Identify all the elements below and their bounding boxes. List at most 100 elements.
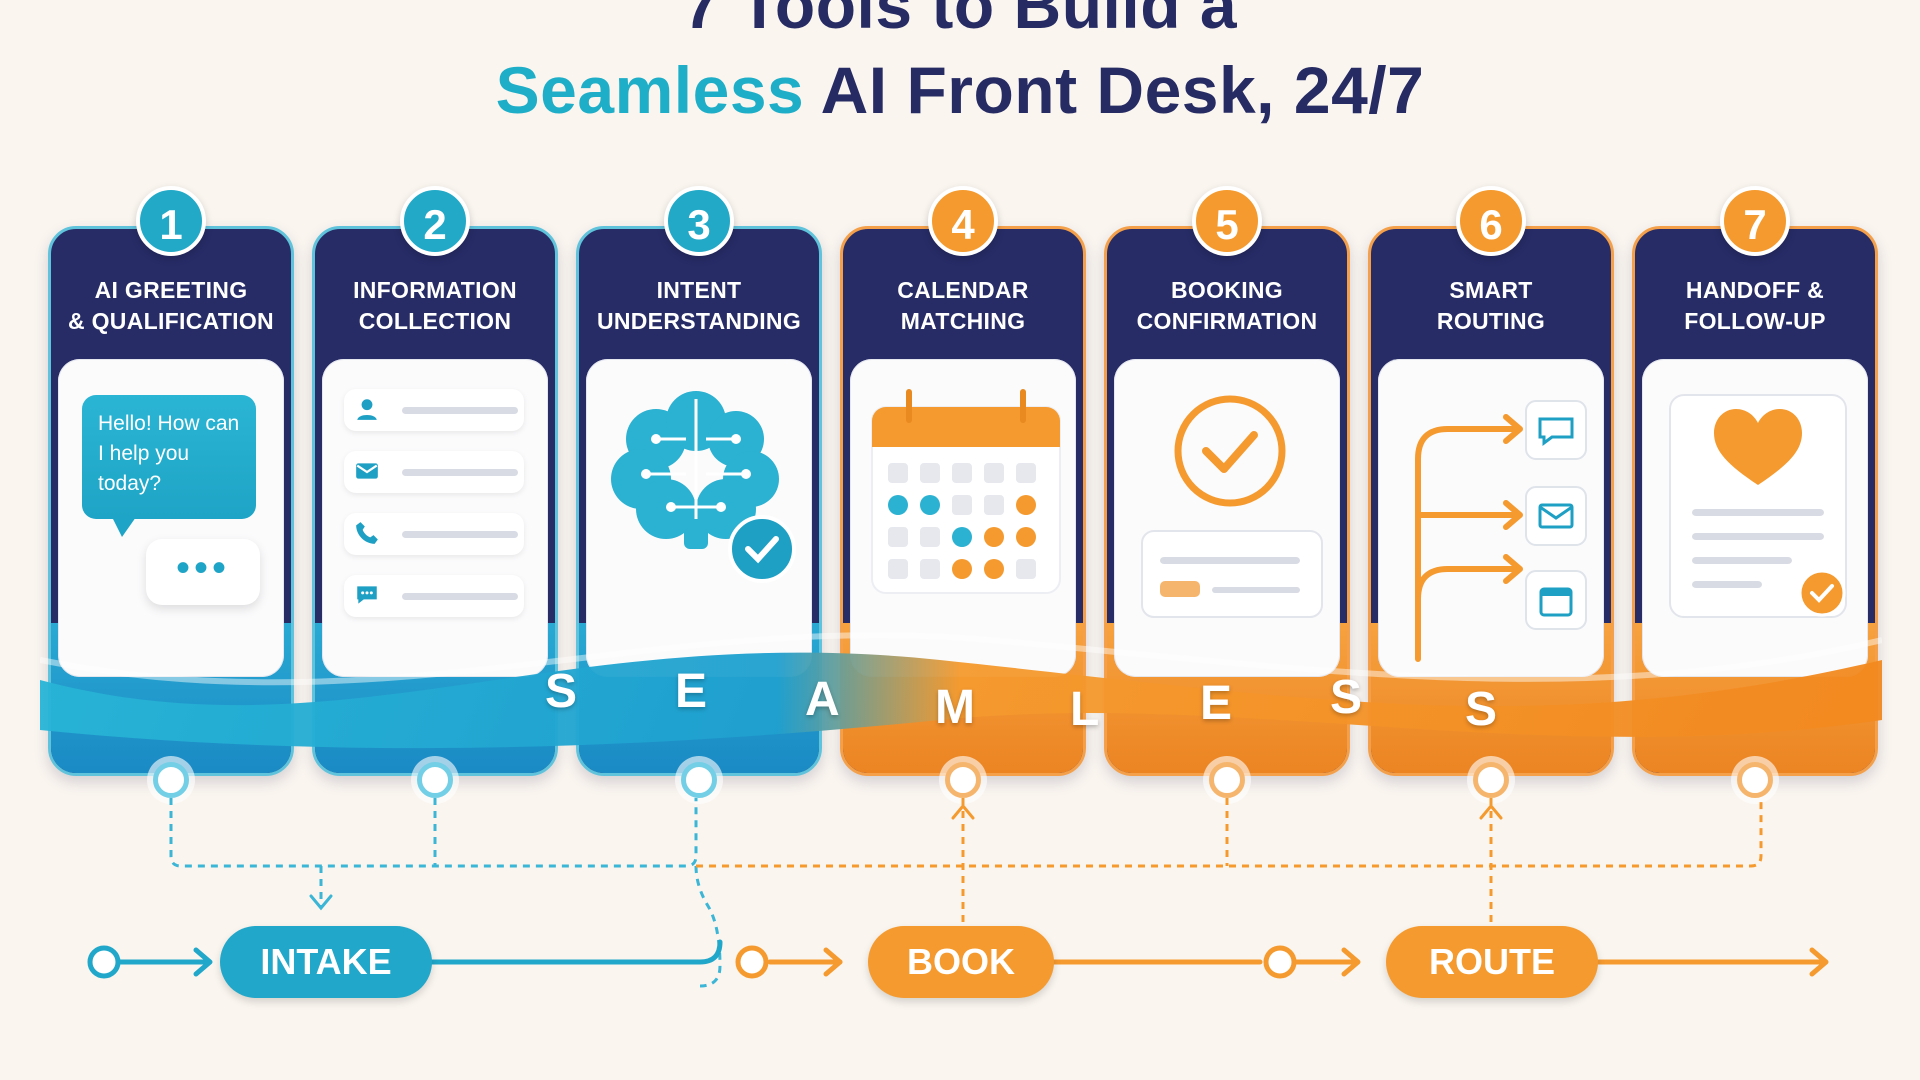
check-badge xyxy=(728,515,796,583)
step-7-title: HANDOFF & FOLLOW-UP xyxy=(1635,275,1875,337)
timeline-node xyxy=(735,945,769,979)
ribbon-letter: E xyxy=(675,665,708,718)
calendar-day xyxy=(888,495,908,515)
calendar-day xyxy=(984,527,1004,547)
step-card-2: INFORMATION COLLECTION xyxy=(312,226,558,776)
connector-dot-2 xyxy=(417,762,453,798)
step-7-title-line-2: FOLLOW-UP xyxy=(1684,308,1826,334)
brain-check-icon xyxy=(611,391,796,583)
step-5-illustration xyxy=(1114,359,1340,677)
info-line xyxy=(402,469,518,476)
step-3-number-badge: 3 xyxy=(664,186,734,256)
step-1-title-line-1: AI GREETING xyxy=(94,277,248,303)
calendar-day xyxy=(888,463,908,483)
step-1-illustration: Hello! How can I help you today? ••• xyxy=(58,359,284,677)
step-2-title-line-1: INFORMATION xyxy=(353,277,517,303)
step-3-title-line-2: UNDERSTANDING xyxy=(596,308,802,334)
page-title-line-2: Seamless AI Front Desk, 24/7 xyxy=(0,50,1920,130)
ribbon-letter: M xyxy=(935,681,975,734)
chat-bubble-icon: Hello! How can I help you today? xyxy=(82,395,256,537)
ribbon-letter: S xyxy=(1465,683,1498,736)
step-2-title-line-2: COLLECTION xyxy=(358,308,512,334)
check-badge xyxy=(1798,569,1846,617)
info-row-name xyxy=(344,389,524,431)
step-3-title-line-1: INTENT xyxy=(656,277,742,303)
connector-dot-3 xyxy=(681,762,717,798)
step-7-title-line-1: HANDOFF & xyxy=(1685,277,1825,303)
step-4-title-line-1: CALENDAR xyxy=(897,277,1029,303)
step-4-number-badge: 4 xyxy=(928,186,998,256)
timeline-start-node xyxy=(87,945,121,979)
step-7-number-badge: 7 xyxy=(1720,186,1790,256)
message-icon xyxy=(357,586,377,604)
stage-book: BOOK xyxy=(868,926,1054,998)
phone-icon xyxy=(356,522,378,544)
step-6-title-line-1: SMART xyxy=(1449,277,1533,303)
calendar-day xyxy=(1016,559,1036,579)
info-row-email xyxy=(344,451,524,493)
ribbon-letter: L xyxy=(1070,683,1100,736)
connector-dot-6 xyxy=(1473,762,1509,798)
step-3-illustration xyxy=(586,359,812,677)
ribbon-letter: S xyxy=(1330,671,1363,724)
step-card-7: HANDOFF & FOLLOW-UP xyxy=(1632,226,1878,776)
typing-indicator-icon: ••• xyxy=(146,539,260,605)
step-1-title-line-2: & QUALIFICATION xyxy=(68,308,274,334)
calendar-day xyxy=(952,463,972,483)
page-title-line-1: 7 Tools to Build a xyxy=(682,0,1238,42)
calendar-day xyxy=(984,495,1004,515)
step-1-number-badge: 1 xyxy=(136,186,206,256)
calendar-day xyxy=(1016,463,1036,483)
ribbon-letter: S xyxy=(545,665,578,718)
calendar-day xyxy=(952,559,972,579)
routing-arrows-icon xyxy=(1415,400,1587,662)
step-6-illustration xyxy=(1378,359,1604,677)
calendar-day xyxy=(920,495,940,515)
step-2-title: INFORMATION COLLECTION xyxy=(315,275,555,337)
connector-dot-1 xyxy=(153,762,189,798)
step-5-number-badge: 5 xyxy=(1192,186,1262,256)
step-3-title: INTENT UNDERSTANDING xyxy=(579,275,819,337)
calendar-day xyxy=(920,463,940,483)
calendar-day xyxy=(984,559,1004,579)
calendar-day xyxy=(888,559,908,579)
step-6-number-badge: 6 xyxy=(1456,186,1526,256)
mail-icon xyxy=(356,463,378,479)
route-targets xyxy=(1525,400,1587,630)
step-7-illustration xyxy=(1642,359,1868,677)
connector-dot-7 xyxy=(1737,762,1773,798)
calendar-day xyxy=(920,527,940,547)
info-line xyxy=(402,531,518,538)
heart-document-icon xyxy=(1669,394,1847,618)
title-accent: Seamless xyxy=(495,53,805,127)
ribbon-letter: E xyxy=(1200,677,1233,730)
connector-dot-5 xyxy=(1209,762,1245,798)
step-1-title: AI GREETING & QUALIFICATION xyxy=(51,275,291,337)
info-line xyxy=(402,593,518,600)
step-card-1: AI GREETING & QUALIFICATION Hello! How ca… xyxy=(48,226,294,776)
step-4-title-line-2: MATCHING xyxy=(900,308,1026,334)
step-6-title-line-2: ROUTING xyxy=(1436,308,1546,334)
info-row-message xyxy=(344,575,524,617)
step-5-title: BOOKING CONFIRMATION xyxy=(1107,275,1347,337)
info-line xyxy=(402,407,518,414)
step-5-title-line-2: CONFIRMATION xyxy=(1136,308,1318,334)
step-4-illustration xyxy=(850,359,1076,677)
connector-dot-4 xyxy=(945,762,981,798)
calendar-icon xyxy=(871,389,1061,594)
flow-lines xyxy=(87,798,1829,988)
timeline-node xyxy=(1263,945,1297,979)
calendar-day xyxy=(1016,527,1036,547)
calendar-day xyxy=(952,495,972,515)
calendar-day xyxy=(888,527,908,547)
step-4-title: CALENDAR MATCHING xyxy=(843,275,1083,337)
step-6-title: SMART ROUTING xyxy=(1371,275,1611,337)
step-2-number-badge: 2 xyxy=(400,186,470,256)
user-icon xyxy=(357,399,377,420)
step-card-5: BOOKING CONFIRMATION xyxy=(1104,226,1350,776)
heart-icon xyxy=(1714,409,1802,485)
calendar-day xyxy=(984,463,1004,483)
calendar-day xyxy=(920,559,940,579)
step-5-title-line-1: BOOKING xyxy=(1171,277,1283,303)
title-rest: AI Front Desk, 24/7 xyxy=(804,53,1425,127)
